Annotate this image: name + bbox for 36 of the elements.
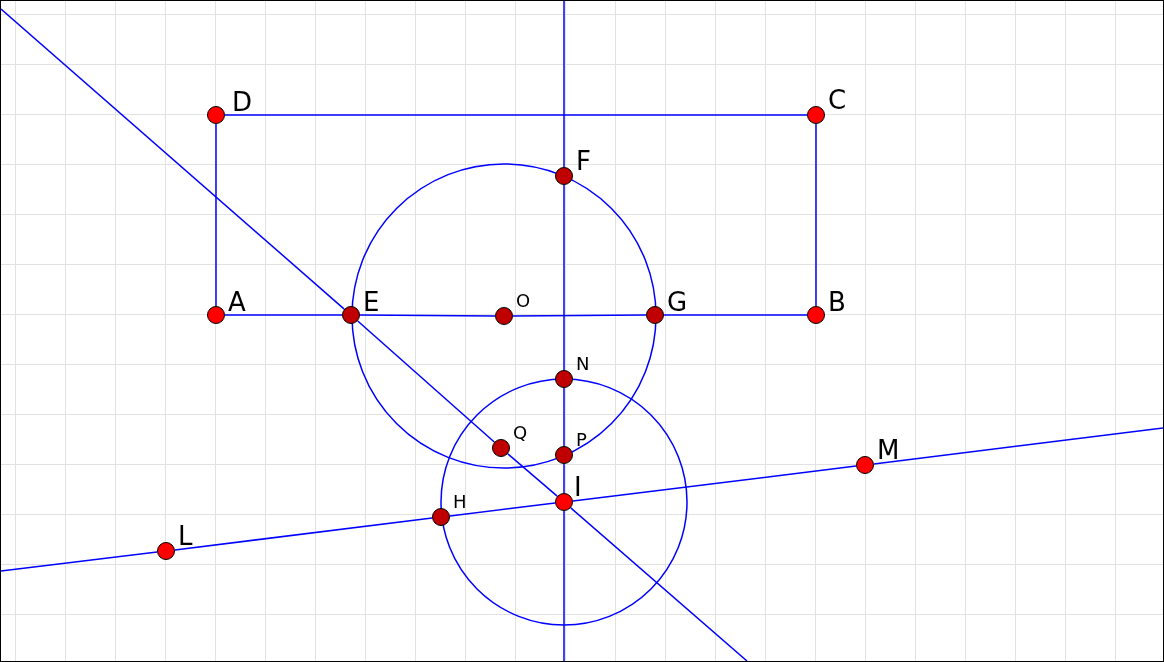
line-segment — [1, 8, 345, 310]
line-segment — [563, 510, 565, 661]
line-segment — [215, 123, 217, 307]
line-segment — [512, 314, 647, 317]
line-segment — [815, 123, 817, 307]
line-segment — [563, 1, 565, 168]
point-label: Q — [513, 424, 528, 442]
point-label: I — [574, 474, 582, 500]
point-label: B — [828, 289, 846, 315]
point-label: D — [232, 89, 253, 115]
line-segment — [572, 465, 857, 502]
line-segment — [873, 427, 1163, 465]
line-segment — [563, 387, 565, 447]
line-segment — [449, 502, 556, 517]
point-label: O — [516, 292, 531, 310]
line-segment — [224, 314, 343, 316]
line-segment — [563, 463, 565, 494]
point-label: L — [178, 523, 193, 549]
line-segment — [174, 517, 433, 551]
line-segment — [563, 184, 565, 371]
line-segment — [224, 114, 808, 116]
line-segment — [1, 551, 158, 572]
line-segment — [663, 314, 808, 316]
point-label: P — [576, 431, 587, 449]
point-label: N — [576, 355, 590, 373]
line-segment — [570, 507, 748, 661]
point-label: F — [576, 148, 591, 174]
point-label: M — [877, 437, 900, 463]
point-label: H — [453, 493, 467, 511]
point-label: E — [363, 289, 380, 315]
point-label: A — [228, 289, 246, 315]
point-label: G — [667, 289, 688, 315]
line-segment — [357, 320, 495, 443]
line-segment — [507, 453, 558, 497]
line-segment — [359, 314, 496, 317]
point-label: C — [828, 87, 847, 113]
